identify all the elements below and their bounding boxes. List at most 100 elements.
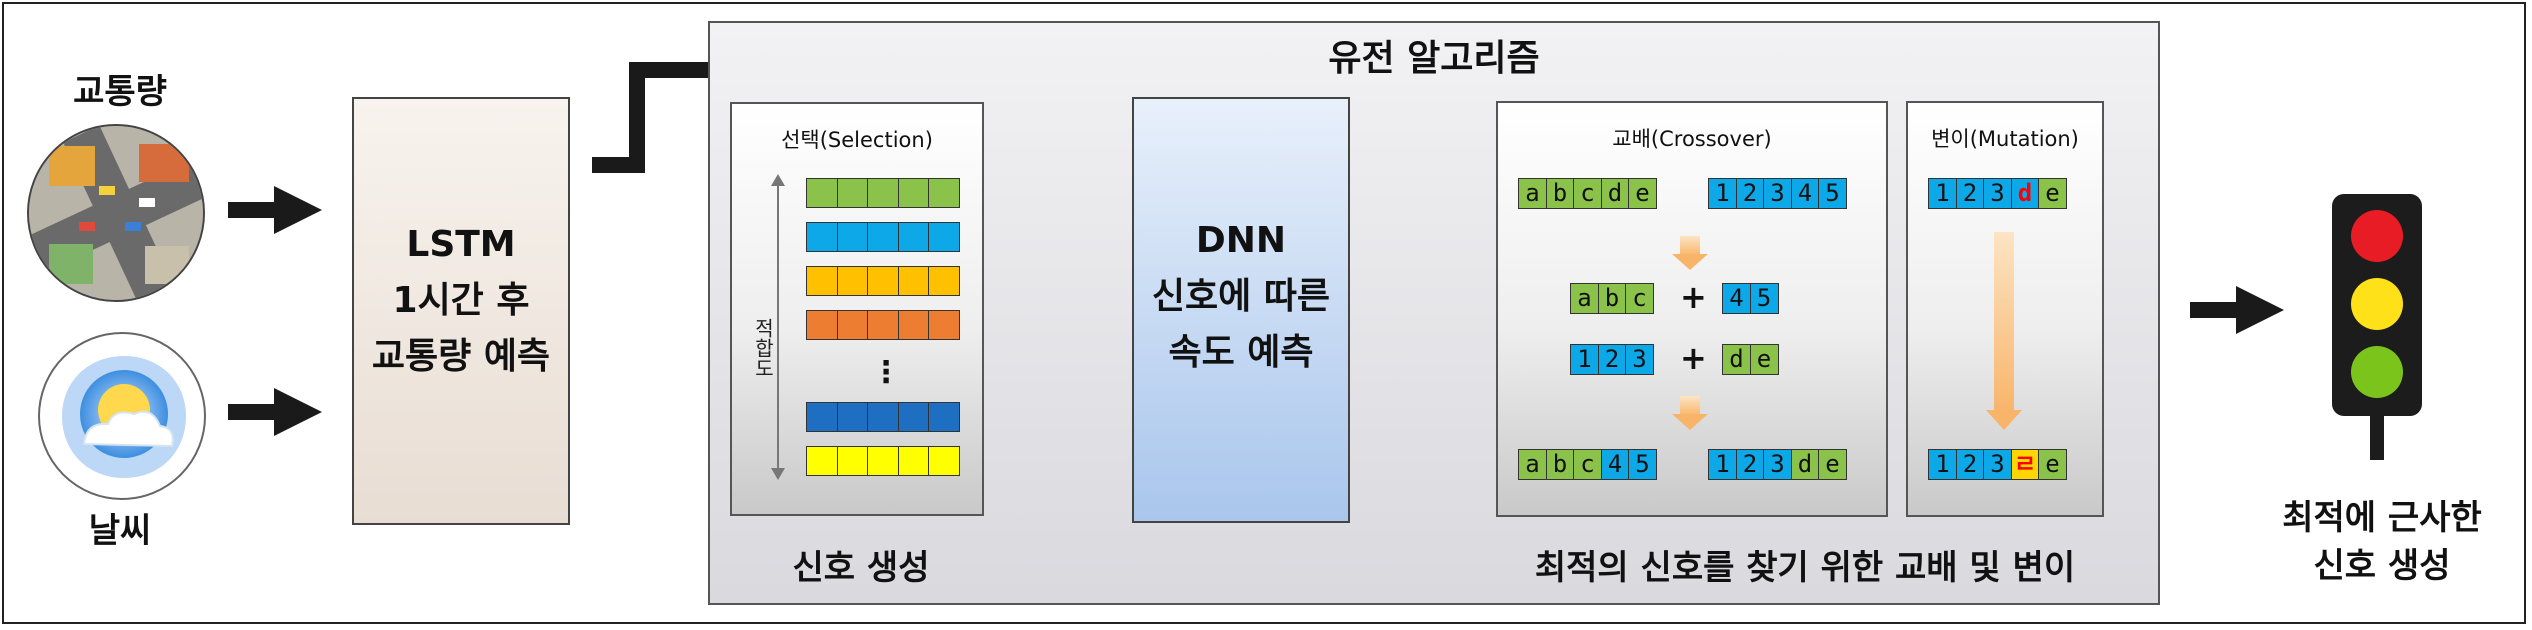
gene-cell: 5: [1628, 449, 1657, 480]
gene-cell: c: [1573, 449, 1602, 480]
fitness-axis: [771, 174, 785, 480]
gene-cell: [867, 222, 899, 252]
genetic-algorithm-title: 유전 알고리즘: [1328, 38, 1540, 79]
traffic-intersection-image: [27, 124, 205, 302]
gene-cell: [806, 266, 838, 296]
gene-cell: [867, 178, 899, 208]
traffic-light-icon: [2332, 194, 2422, 460]
gene-cell: 1: [1708, 449, 1737, 480]
gene-cell: 4: [1600, 449, 1630, 480]
lstm-title: LSTM: [406, 224, 516, 265]
gene-cell: b: [1597, 283, 1627, 314]
gene-cell: [836, 222, 869, 252]
gene-cell: [836, 178, 869, 208]
signal-generation-caption: 신호 생성: [792, 548, 930, 588]
gene-cell: c: [1625, 283, 1654, 314]
gene-cell: a: [1518, 178, 1547, 209]
selection-chromosome-row: [806, 266, 960, 296]
gene-cell: [836, 446, 869, 476]
gene-cell: [897, 446, 930, 476]
dnn-subtitle: 신호에 따른: [1151, 276, 1331, 317]
dnn-description: 속도 예측: [1168, 332, 1314, 373]
gene-cell: [928, 178, 960, 208]
fitness-axis-label: 적합도: [751, 318, 775, 378]
gene-cell: e: [1749, 344, 1779, 375]
gene-cell: [806, 178, 838, 208]
gene-cell: [867, 310, 899, 340]
gene-cell: b: [1545, 449, 1575, 480]
gene-cell: d: [1600, 178, 1630, 209]
gene-cell: 2: [1735, 178, 1765, 209]
gene-cell: c: [1573, 178, 1602, 209]
yellow-light: [2351, 278, 2403, 330]
gene-cell: [928, 446, 960, 476]
selection-chromosome-row: [806, 178, 960, 208]
gene-cell: [897, 310, 930, 340]
gene-cell: 3: [1763, 449, 1792, 480]
selection-chromosome-row: [806, 222, 960, 252]
gene-cell: [897, 402, 930, 432]
weather-image: [38, 332, 206, 500]
gene-cell: 5: [1818, 178, 1847, 209]
gene-cell: e: [2038, 178, 2067, 209]
crossover-panel: 교배(Crossover): [1496, 101, 1888, 517]
gene-cell: 3: [1625, 344, 1654, 375]
crossover-plus-2: +: [1680, 339, 1707, 377]
gene-cell: 2: [1955, 449, 1985, 480]
gene-cell: 2: [1735, 449, 1765, 480]
green-light: [2351, 346, 2403, 398]
gene-cell: ㄹ: [2010, 449, 2040, 480]
gene-cell: 2: [1955, 178, 1985, 209]
gene-cell: [897, 266, 930, 296]
gene-cell: [897, 178, 930, 208]
output-caption-line2: 신호 생성: [2313, 546, 2451, 586]
red-light: [2351, 210, 2403, 262]
gene-cell: e: [1628, 178, 1657, 209]
gene-cell: [928, 266, 960, 296]
output-caption-line1: 최적에 근사한: [2282, 498, 2482, 538]
gene-cell: 4: [1790, 178, 1820, 209]
gene-cell: 2: [1597, 344, 1627, 375]
selection-title: 선택(Selection): [781, 128, 933, 152]
gene-cell: 1: [1928, 449, 1957, 480]
gene-cell: [836, 310, 869, 340]
gene-cell: [806, 222, 838, 252]
crossover-mutation-caption: 최적의 신호를 찾기 위한 교배 및 변이: [1534, 548, 2076, 588]
gene-cell: [867, 266, 899, 296]
mutation-title: 변이(Mutation): [1931, 127, 2079, 151]
selection-chromosome-row: [806, 402, 960, 432]
traffic-label: 교통량: [73, 72, 167, 112]
gene-cell: a: [1518, 449, 1547, 480]
dnn-box: DNN 신호에 따른 속도 예측: [1132, 97, 1350, 523]
gene-cell: [867, 402, 899, 432]
crossover-plus-1: +: [1680, 278, 1707, 316]
crossover-title: 교배(Crossover): [1612, 127, 1772, 151]
gene-cell: [806, 402, 838, 432]
gene-cell: 3: [1763, 178, 1792, 209]
output-caption: 최적에 근사한 신호 생성: [2232, 494, 2532, 590]
gene-cell: d: [2010, 178, 2040, 209]
gene-cell: 3: [1983, 449, 2012, 480]
gene-cell: 1: [1928, 178, 1957, 209]
gene-cell: [806, 446, 838, 476]
gene-cell: [928, 310, 960, 340]
selection-chromosome-row: [806, 446, 960, 476]
gene-cell: e: [2038, 449, 2067, 480]
lstm-description: 교통량 예측: [371, 336, 551, 377]
weather-icon: [62, 356, 186, 478]
gene-cell: 5: [1749, 283, 1779, 314]
lstm-subtitle: 1시간 후: [392, 280, 530, 321]
gene-cell: 3: [1983, 178, 2012, 209]
gene-cell: [928, 222, 960, 252]
gene-cell: 1: [1570, 344, 1599, 375]
